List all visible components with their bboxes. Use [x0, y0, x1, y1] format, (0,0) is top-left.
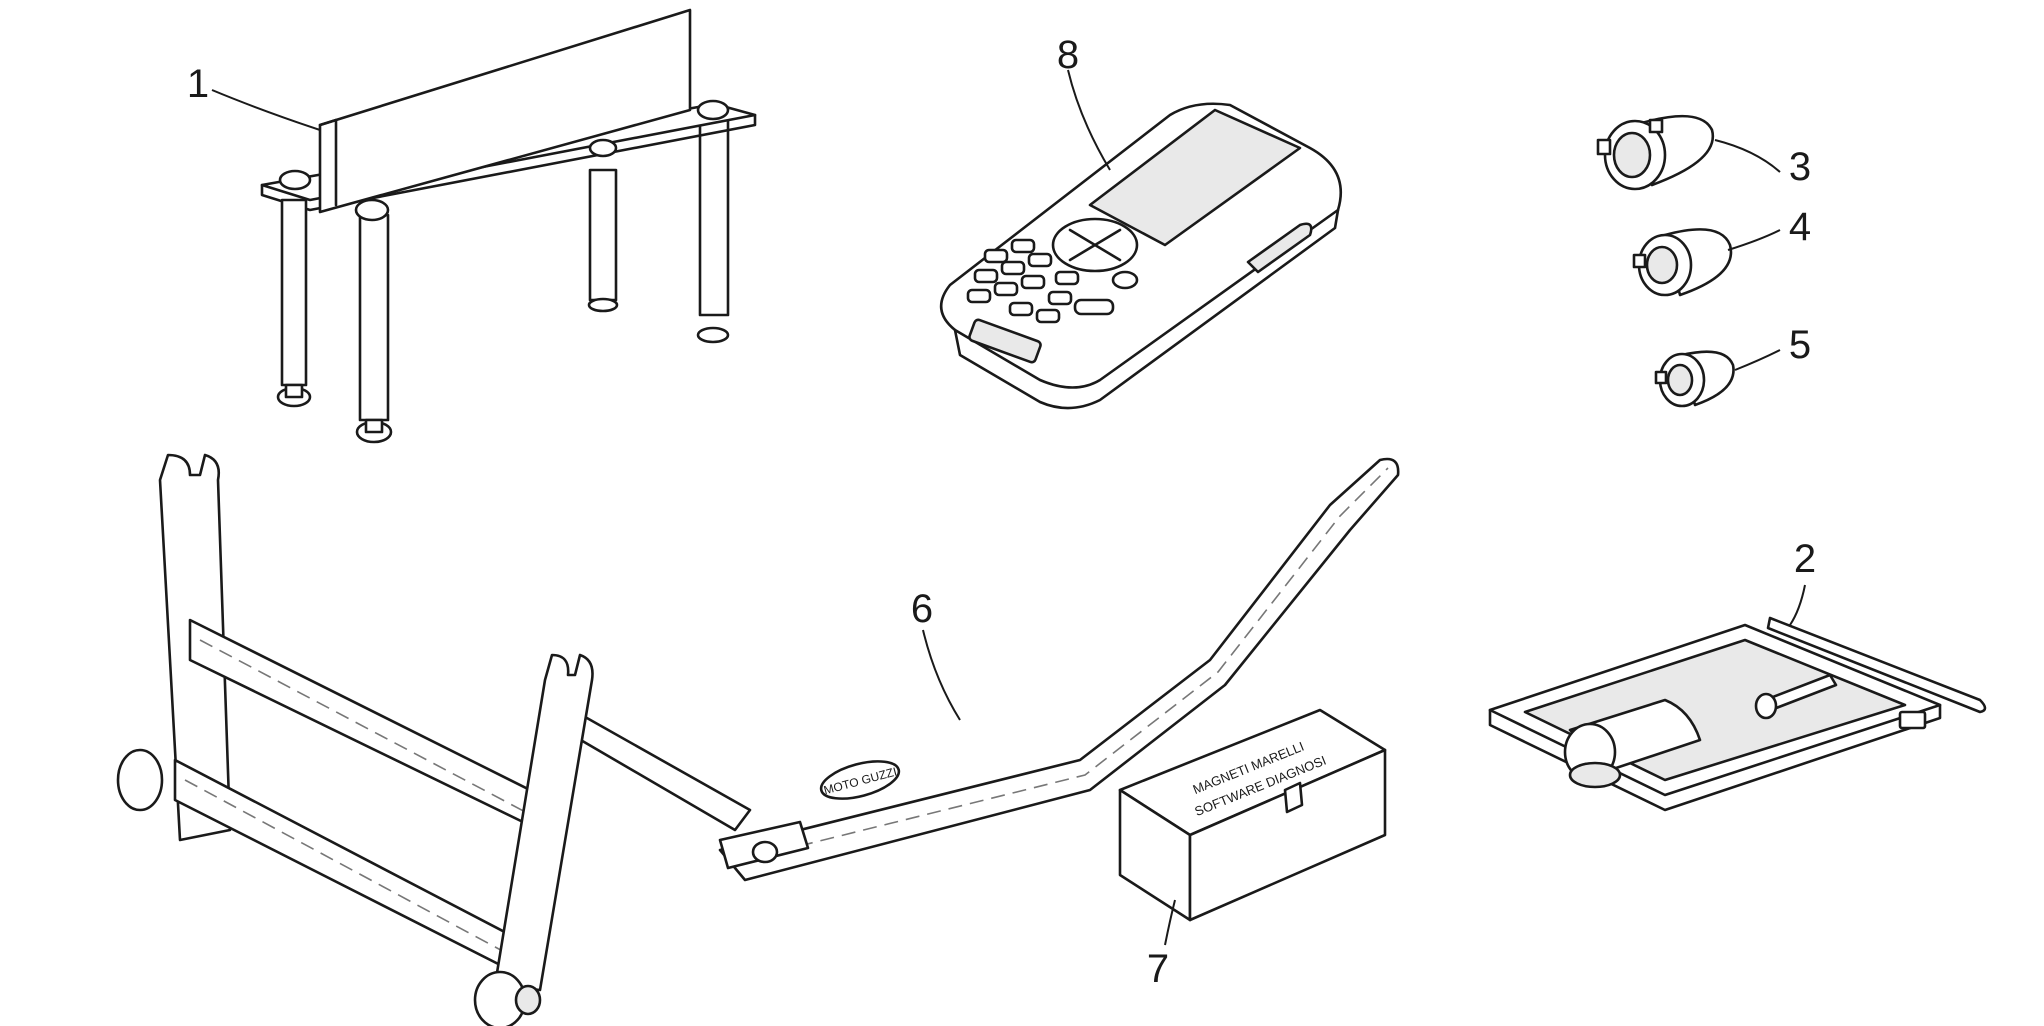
tool-7-software-box: MAGNETI MARELLI SOFTWARE DIAGNOSI: [1118, 708, 1387, 922]
tool-5-socket-wrench: [1654, 350, 1735, 408]
tool-4-socket-wrench: [1632, 228, 1733, 297]
keypad: [966, 238, 1139, 324]
callout-8: 8: [1057, 33, 1079, 77]
tool-1-support-stand: [260, 8, 757, 444]
tool-2-puller-frame: [1488, 616, 1987, 812]
tool-3-socket-wrench: [1596, 114, 1715, 191]
callout-2: 2: [1794, 537, 1816, 581]
tool-8-diagnostic-tester: [939, 102, 1343, 410]
callout-1: 1: [187, 62, 209, 106]
callout-7: 7: [1147, 947, 1169, 991]
callout-labels: 1 2 3 4 5 6 7 8: [187, 33, 1816, 991]
callout-3: 3: [1789, 145, 1811, 189]
tool-6-rear-stand: MOTO GUZZI: [116, 453, 1400, 1026]
callout-5: 5: [1789, 323, 1811, 367]
leader-lines: [211, 69, 1806, 946]
callout-4: 4: [1789, 205, 1811, 249]
callout-6: 6: [911, 587, 933, 631]
